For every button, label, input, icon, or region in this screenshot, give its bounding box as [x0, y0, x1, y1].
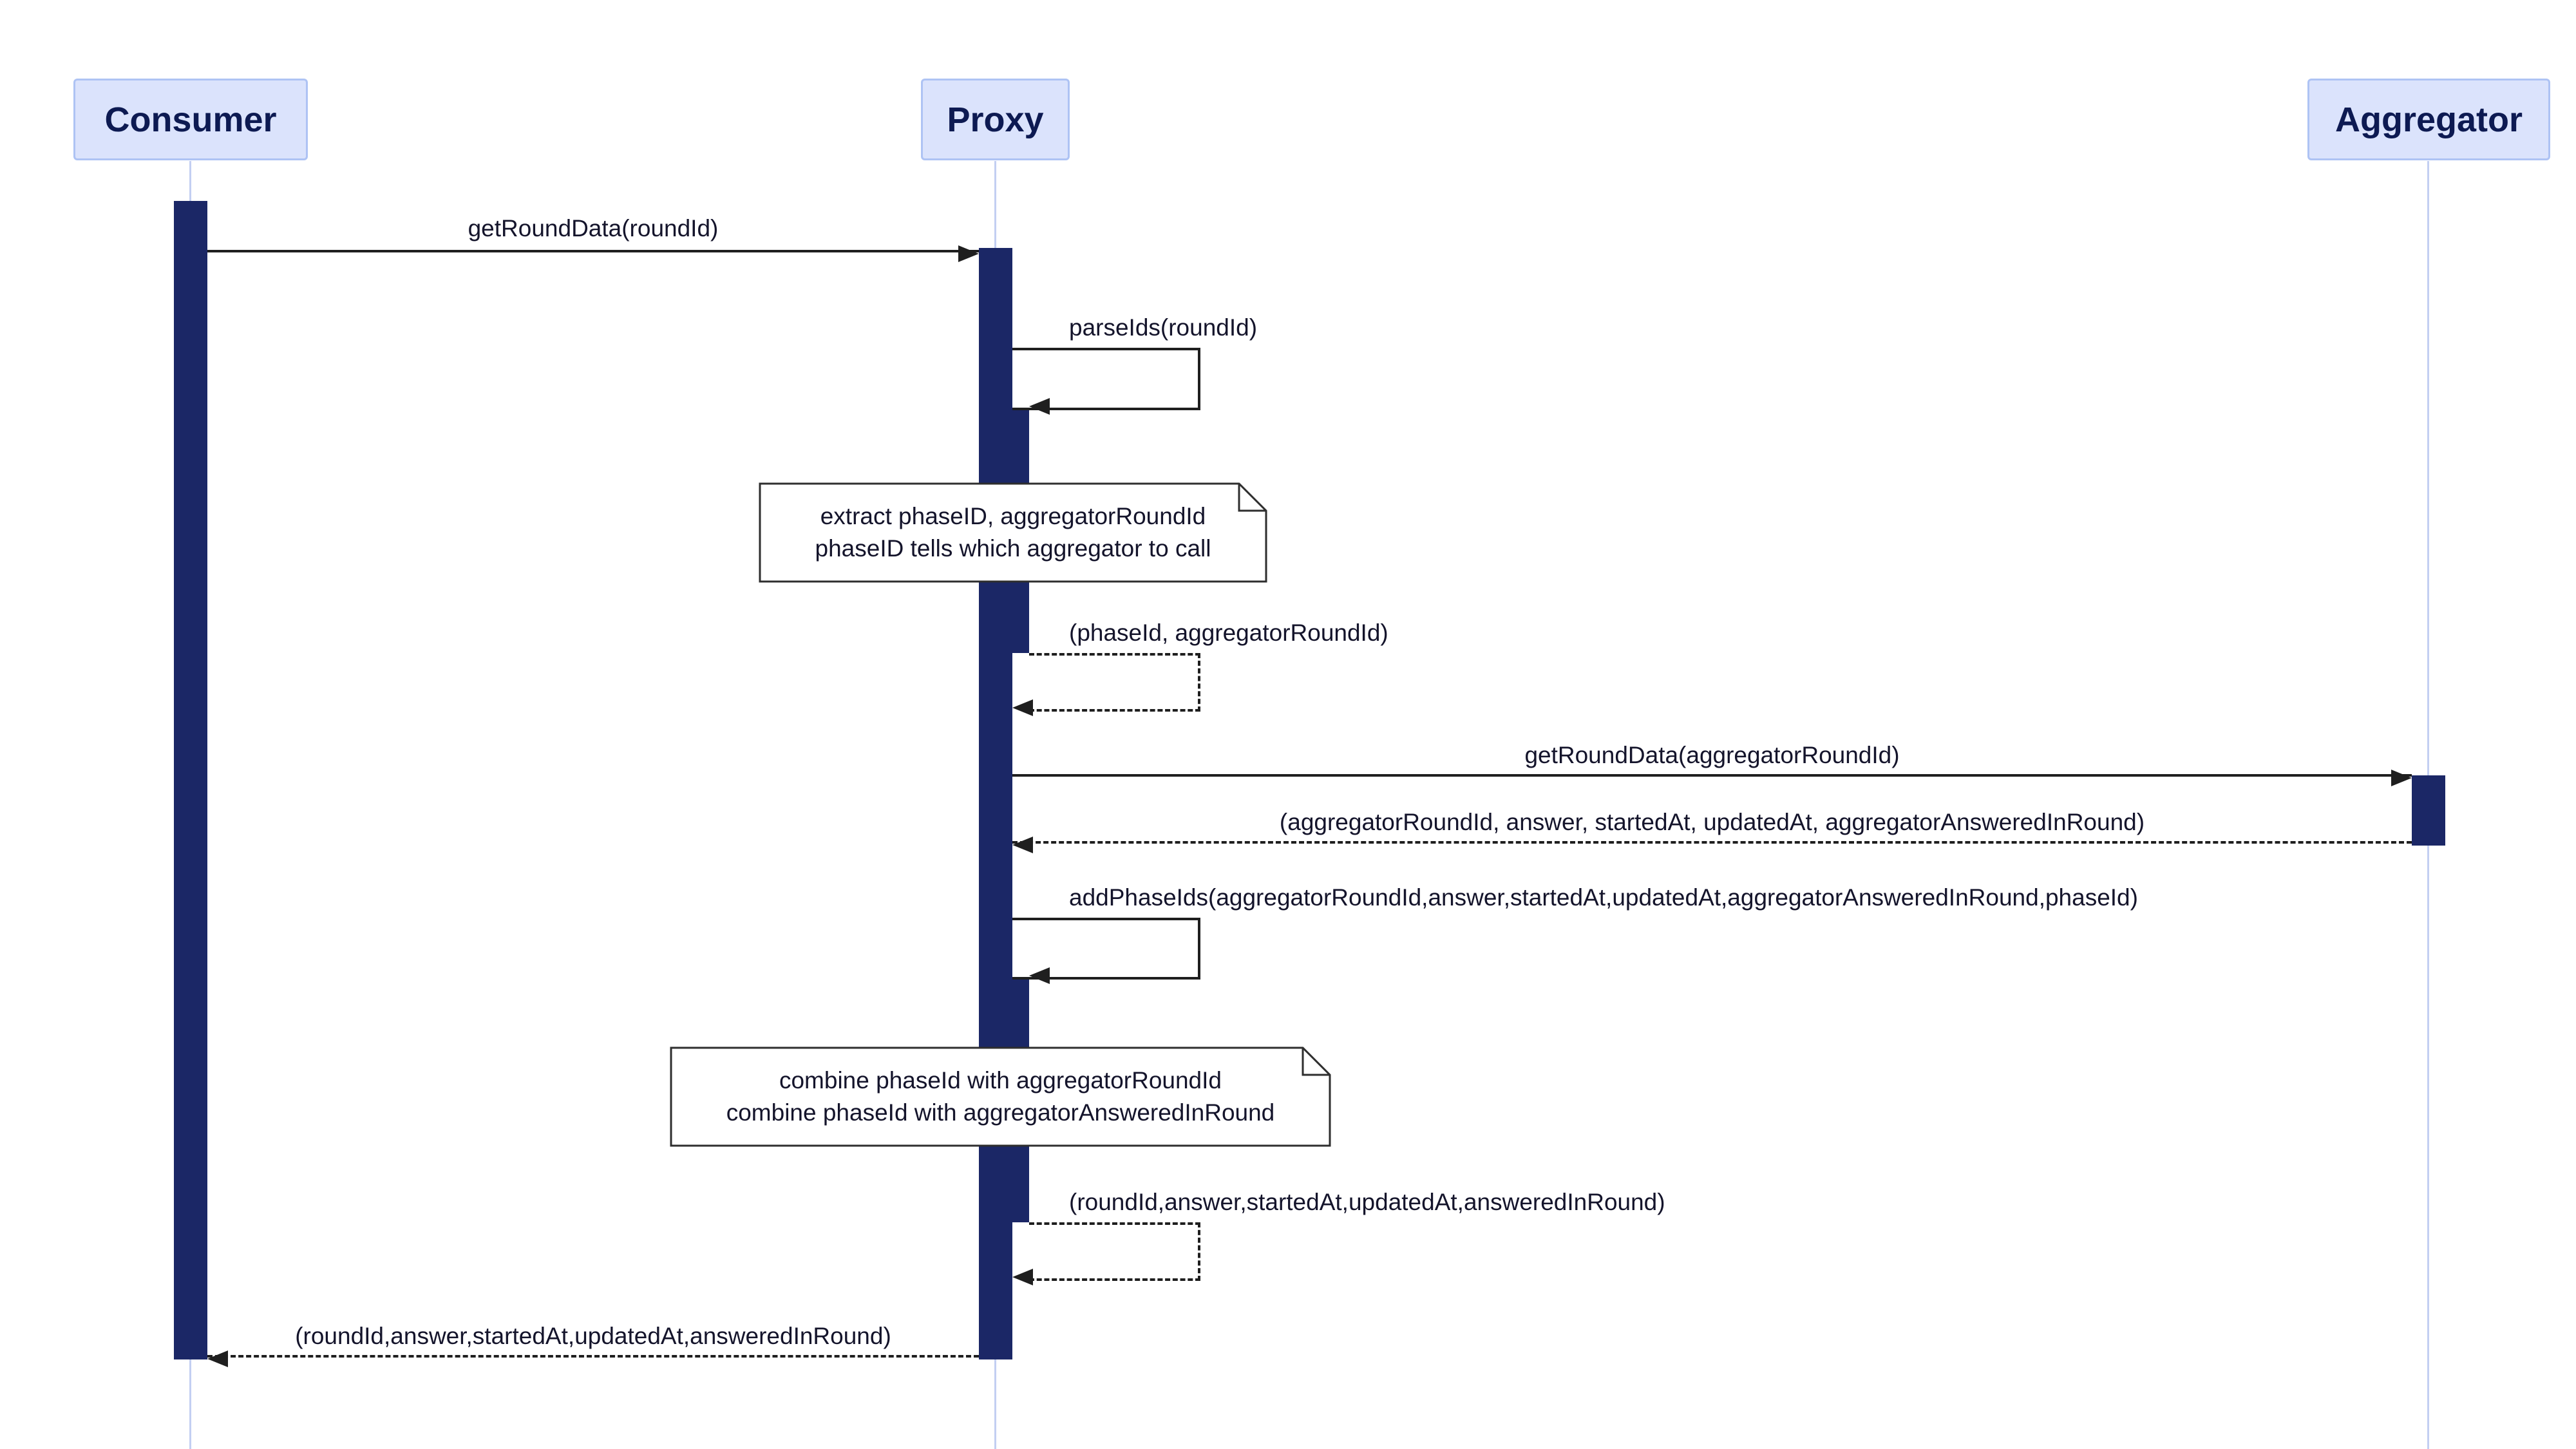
message-arrow-m7-self	[1012, 1222, 1200, 1285]
note-line: phaseID tells which aggregator to call	[815, 535, 1211, 562]
note-fold-corner	[1238, 484, 1266, 512]
participant-aggregator: Aggregator	[2307, 79, 2550, 160]
message-arrow-m6-self	[1012, 918, 1200, 984]
message-arrow-m8	[207, 1350, 979, 1367]
arrowhead	[207, 1350, 228, 1367]
message-arrow-m5	[1012, 837, 2412, 853]
arrowhead	[2391, 770, 2412, 786]
message-arrow-m1	[207, 245, 979, 262]
note-text: combine phaseId with aggregatorRoundId c…	[670, 1046, 1331, 1147]
note-body	[670, 1046, 1331, 1147]
message-label-addPhaseIds: addPhaseIds(aggregatorRoundId,answer,sta…	[1069, 884, 2138, 911]
message-label-final-return: (roundId,answer,startedAt,updatedAt,answ…	[295, 1323, 891, 1349]
activation-aggregator	[2412, 775, 2445, 846]
arrowhead	[1012, 1269, 1033, 1285]
message-label-roundId-return-self: (roundId,answer,startedAt,updatedAt,answ…	[1069, 1189, 1665, 1215]
arrowhead	[1029, 967, 1050, 984]
note-body	[759, 482, 1267, 583]
message-arrow-m3-self	[1012, 653, 1200, 716]
message-label-phaseId-aggregatorRoundId: (phaseId, aggregatorRoundId)	[1069, 620, 1388, 646]
message-label-getRoundData-roundId: getRoundData(roundId)	[468, 215, 719, 242]
message-arrow-m4	[1012, 770, 2412, 786]
message-label-getRoundData-aggregatorRoundId: getRoundData(aggregatorRoundId)	[1524, 742, 1900, 768]
participant-consumer: Consumer	[73, 79, 308, 160]
note-combine-phaseid: combine phaseId with aggregatorRoundId c…	[670, 1046, 1331, 1147]
note-extract-phaseid: extract phaseID, aggregatorRoundId phase…	[759, 482, 1267, 583]
message-label-aggregator-return: (aggregatorRoundId, answer, startedAt, u…	[1279, 809, 2145, 835]
note-shape	[670, 1046, 1331, 1147]
arrowhead	[1029, 398, 1050, 415]
message-arrow-m2-self	[1012, 348, 1200, 415]
participant-consumer-label: Consumer	[104, 100, 277, 139]
message-label-parseIds: parseIds(roundId)	[1069, 314, 1258, 341]
note-line: combine phaseId with aggregatorAnsweredI…	[726, 1099, 1275, 1126]
participant-proxy: Proxy	[921, 79, 1070, 160]
note-shape	[759, 482, 1267, 583]
participant-proxy-label: Proxy	[947, 100, 1044, 139]
activation-consumer	[174, 201, 207, 1359]
arrowhead	[1012, 837, 1033, 853]
participant-aggregator-label: Aggregator	[2334, 100, 2523, 139]
arrowhead	[1012, 699, 1033, 716]
note-text: extract phaseID, aggregatorRoundId phase…	[759, 482, 1267, 583]
arrowhead	[958, 245, 979, 262]
note-line: combine phaseId with aggregatorRoundId	[779, 1067, 1222, 1094]
note-fold-corner	[1302, 1048, 1330, 1076]
note-line: extract phaseID, aggregatorRoundId	[820, 503, 1206, 529]
